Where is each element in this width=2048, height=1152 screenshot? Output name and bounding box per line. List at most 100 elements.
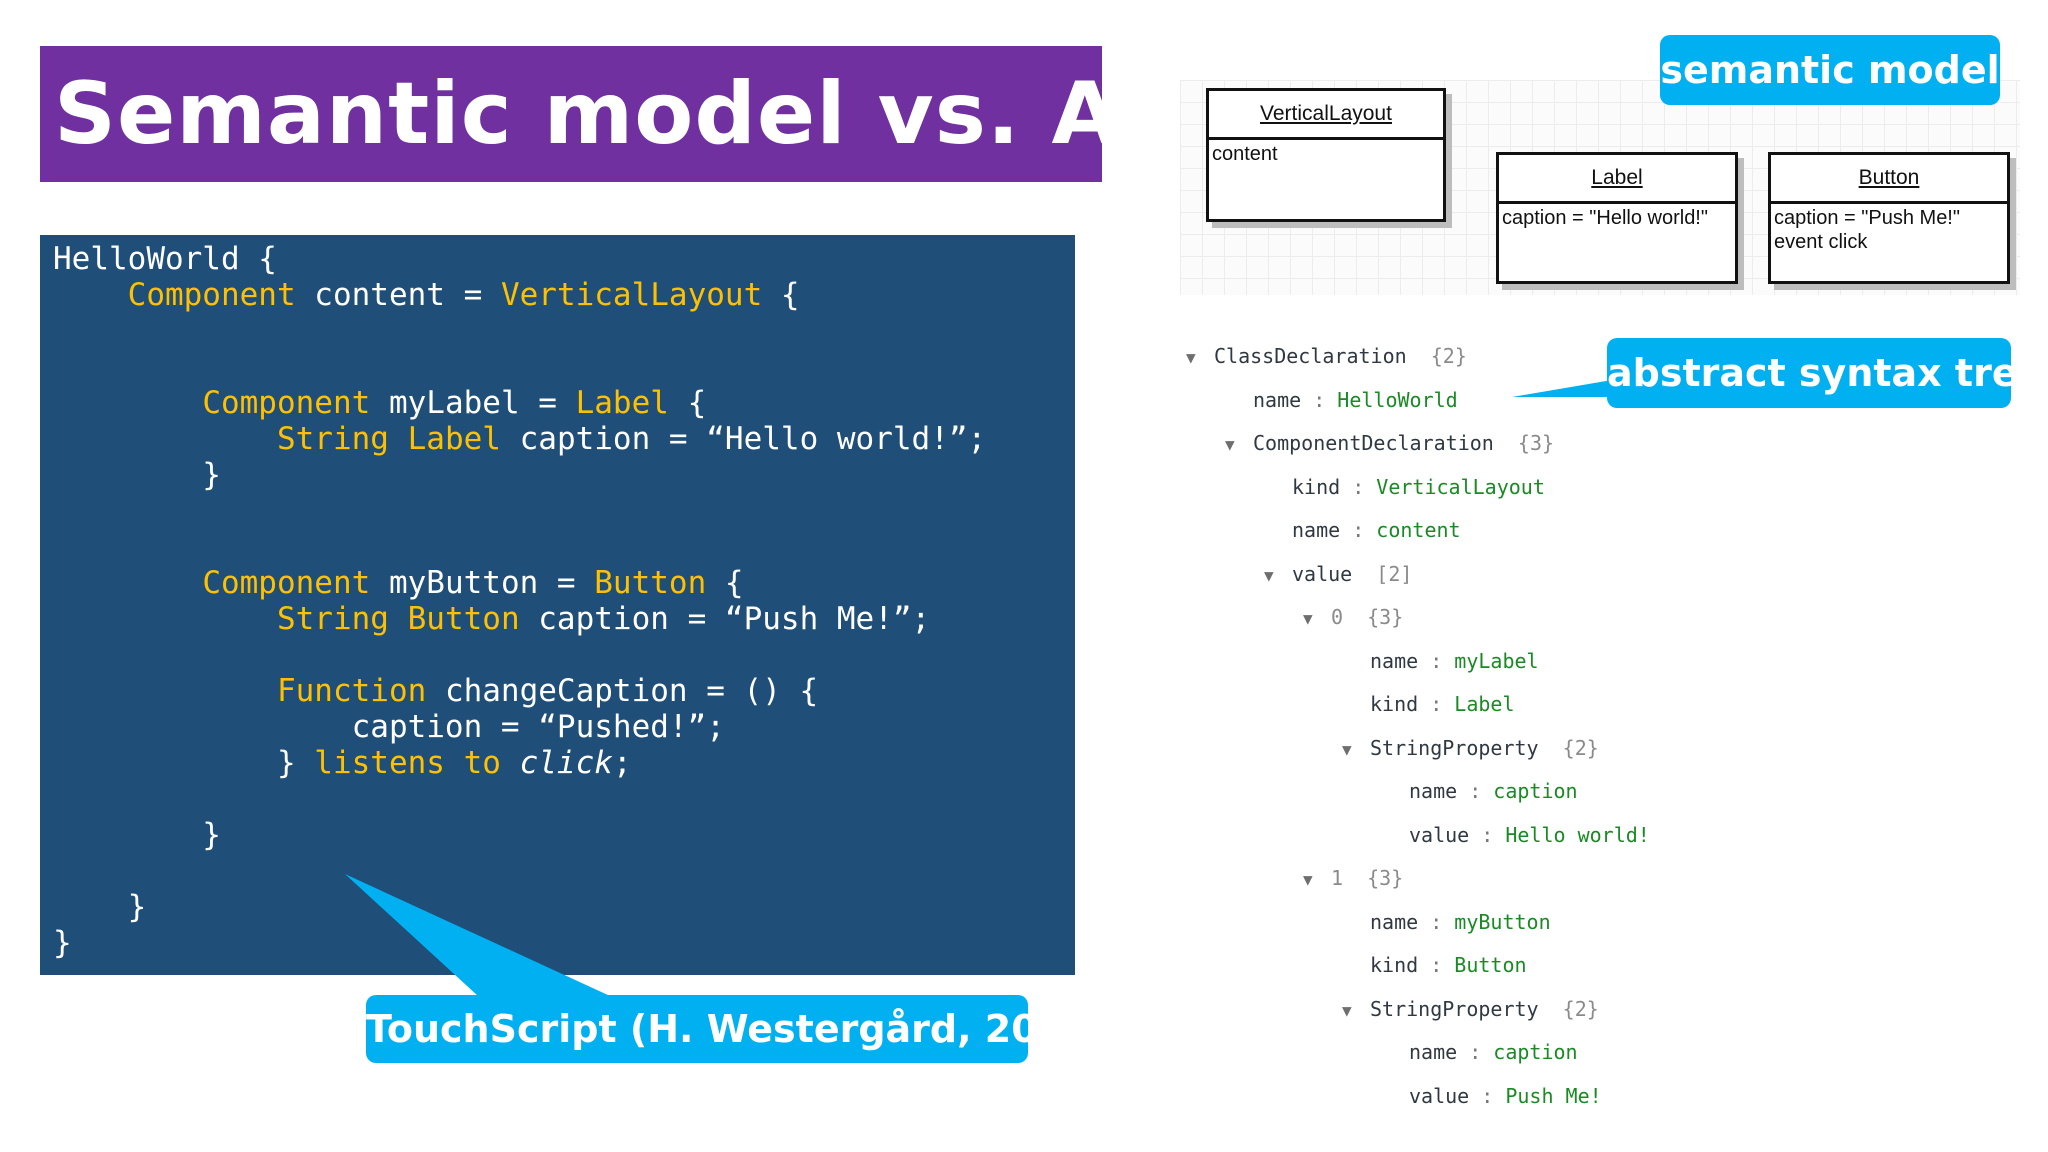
code-line: Component content = VerticalLayout { (53, 277, 800, 313)
touchscript-callout: TouchScript (H. Westergård, 2013) (366, 995, 1108, 1063)
code-keyword: Function (276, 673, 427, 709)
uml-class-name: VerticalLayout (1209, 91, 1443, 140)
code-text: { (706, 565, 744, 601)
tree-value: myLabel (1454, 648, 1539, 673)
title-banner: Semantic model vs. AST (40, 46, 1241, 182)
tree-value: VerticalLayout (1376, 474, 1545, 499)
tree-row: name : myButton (1342, 907, 1551, 937)
code-keyword: Component (202, 385, 371, 421)
tree-row[interactable]: ▼ StringProperty {2} (1342, 994, 1599, 1024)
expand-triangle-icon[interactable]: ▼ (1225, 435, 1235, 454)
uml-class-attributes: content (1212, 143, 1278, 165)
tree-count: {3} (1493, 431, 1555, 455)
code-text: caption = “Pushed!”; (53, 709, 725, 745)
tree-count: {3} (1343, 866, 1404, 890)
tree-key: 1 (1331, 866, 1344, 890)
tree-row: value : Push Me! (1381, 1081, 1602, 1111)
tree-value: myButton (1454, 909, 1551, 934)
code-line: } listens to click; (53, 745, 632, 781)
tree-value: Button (1454, 953, 1527, 977)
tree-key: value (1409, 1083, 1470, 1108)
expand-triangle-icon[interactable]: ▼ (1303, 609, 1313, 628)
expand-triangle-icon[interactable]: ▼ (1264, 565, 1274, 585)
tree-key: name (1253, 387, 1302, 412)
code-line: } (53, 889, 147, 925)
code-line: } (53, 457, 221, 493)
code-keyword: String (276, 601, 389, 637)
code-text: click (519, 745, 613, 781)
tree-row[interactable]: ▼ClassDeclaration {2} (1186, 341, 1467, 371)
expand-triangle-icon[interactable]: ▼ (1186, 348, 1196, 367)
expand-triangle-icon[interactable]: ▼ (1342, 739, 1352, 759)
code-keyword: Button (594, 565, 707, 601)
tree-key: 0 (1331, 605, 1344, 629)
code-text: content = (295, 277, 501, 313)
tree-separator: : (1457, 779, 1494, 803)
tree-separator: : (1469, 1083, 1506, 1108)
code-line: } (53, 925, 72, 961)
touchscript-pointer (345, 874, 610, 996)
tree-row[interactable]: ▼ 0 {3} (1303, 602, 1403, 632)
tree-count: {2} (1538, 735, 1599, 760)
expand-triangle-icon[interactable]: ▼ (1303, 870, 1313, 889)
code-keyword: Component (202, 565, 371, 601)
tree-value: caption (1493, 779, 1578, 803)
tree-row[interactable]: ▼ComponentDeclaration {3} (1225, 428, 1554, 458)
code-line: } (53, 817, 221, 853)
tree-row[interactable]: ▼StringProperty {2} (1342, 733, 1599, 763)
tree-row: name : HelloWorld (1225, 385, 1458, 415)
code-text: } (53, 817, 221, 853)
uml-class-attributes: caption = "Push Me!" event click (1774, 207, 1960, 253)
tree-count: {2} (1538, 996, 1599, 1021)
code-line: String Label caption = “Hello world!”; (53, 421, 986, 457)
tree-key: ClassDeclaration (1214, 344, 1407, 368)
tree-row: name : myLabel (1342, 646, 1539, 676)
uml-class-label: Label caption = "Hello world!" (1496, 152, 1738, 284)
code-keyword: String (276, 421, 389, 457)
tree-separator: : (1340, 474, 1377, 499)
tree-separator: : (1418, 909, 1455, 934)
semantic-model-callout: semantic model (1660, 35, 2000, 105)
tree-row: kind : Label (1342, 689, 1515, 719)
tree-key: name (1409, 1040, 1458, 1064)
tree-key: StringProperty (1370, 996, 1539, 1021)
slide-title: Semantic model vs. AST (54, 64, 1242, 164)
code-keyword: Label (407, 421, 501, 457)
uml-class-name: Label (1499, 155, 1735, 204)
tree-separator: : (1418, 953, 1455, 977)
code-line: Component myLabel = Label { (53, 385, 706, 421)
uml-class-button: Button caption = "Push Me!" event click (1768, 152, 2010, 284)
tree-row: value : Hello world! (1381, 820, 1650, 850)
tree-row[interactable]: ▼value [2] (1264, 559, 1412, 589)
code-panel: HelloWorld { Component content = Vertica… (40, 235, 1075, 975)
code-text: HelloWorld { (53, 241, 277, 277)
tree-count: {3} (1343, 605, 1404, 629)
uml-class-name: Button (1771, 155, 2007, 204)
tree-key: name (1370, 909, 1419, 934)
ast-pointer (1512, 380, 1612, 397)
expand-triangle-icon[interactable]: ▼ (1342, 1000, 1352, 1020)
tree-separator: : (1457, 1040, 1494, 1064)
code-text: caption = “Hello world!”; (500, 421, 987, 457)
tree-count: [2] (1352, 561, 1413, 586)
tree-row[interactable]: ▼ 1 {3} (1303, 863, 1403, 893)
tree-separator: : (1418, 692, 1455, 716)
tree-value: HelloWorld (1337, 387, 1458, 412)
code-text: myButton = (370, 565, 595, 601)
tree-key: kind (1370, 692, 1419, 716)
tree-value: Hello world! (1505, 822, 1650, 847)
code-line: Component myButton = Button { (53, 565, 744, 601)
ast-callout: abstract syntax tree (1607, 338, 2043, 408)
tree-row: name : caption (1381, 1037, 1578, 1067)
code-text: myLabel = (370, 385, 576, 421)
uml-class-attributes: caption = "Hello world!" (1502, 207, 1708, 229)
code-keyword: Label (575, 385, 669, 421)
tree-value: Label (1454, 692, 1515, 716)
tree-key: name (1409, 779, 1458, 803)
code-line: caption = “Pushed!”; (53, 709, 725, 745)
code-text: caption = “Push Me!”; (519, 601, 931, 637)
tree-row: kind : Button (1342, 950, 1527, 980)
tree-row: name : content (1264, 515, 1461, 545)
code-text: } (53, 889, 147, 925)
code-text: { (668, 385, 707, 421)
